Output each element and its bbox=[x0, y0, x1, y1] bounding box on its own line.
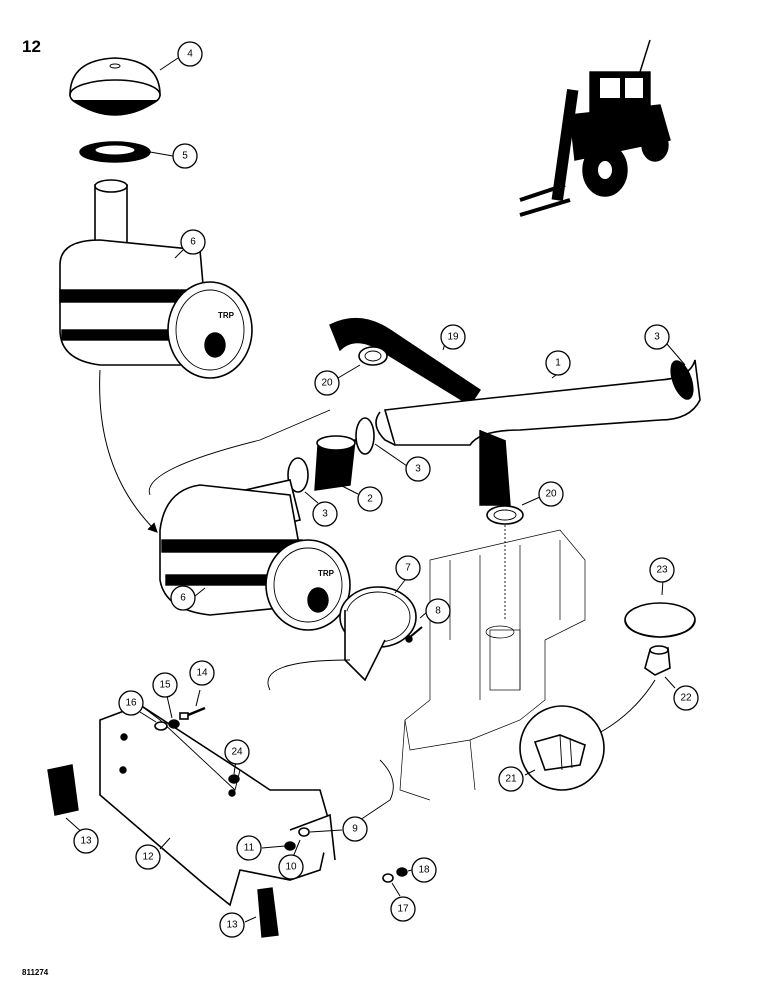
callout-label: 6 bbox=[180, 593, 186, 604]
callout-label: 24 bbox=[231, 747, 243, 758]
callout-2: 2 bbox=[357, 486, 383, 512]
assembly-arrow-left bbox=[99, 369, 158, 533]
callout-label: 11 bbox=[244, 843, 255, 854]
callout-label: 20 bbox=[321, 378, 333, 389]
part-6-air-cleaner-lower: TRP bbox=[159, 479, 351, 631]
part-1-tube bbox=[375, 359, 701, 506]
callout-label: 14 bbox=[196, 668, 208, 679]
callout-14: 14 bbox=[189, 660, 215, 686]
part-19-hose bbox=[329, 317, 481, 406]
callout-label: 16 bbox=[125, 698, 137, 709]
svg-text:TRP: TRP bbox=[218, 311, 235, 320]
page-number: 12 bbox=[22, 37, 41, 56]
part-5-ring bbox=[79, 141, 151, 163]
callout-label: 1 bbox=[555, 358, 561, 369]
callout-21: 21 bbox=[498, 766, 524, 792]
part-6-air-cleaner-upper: TRP bbox=[59, 179, 253, 379]
callout-label: 19 bbox=[447, 332, 459, 343]
callout-20-lower: 20 bbox=[538, 481, 564, 507]
callout-4: 4 bbox=[177, 41, 203, 67]
part-20-clamp-lower bbox=[486, 505, 524, 525]
part-22-elbow bbox=[644, 645, 671, 676]
svg-text:TRP: TRP bbox=[318, 569, 335, 578]
part-23-cap bbox=[624, 602, 696, 638]
callout-label: 7 bbox=[405, 563, 411, 574]
part-24-nut bbox=[228, 774, 240, 784]
callout-10: 10 bbox=[278, 854, 304, 880]
callout-8: 8 bbox=[425, 598, 451, 624]
part-20-clamp-upper bbox=[358, 346, 388, 366]
callout-13-left: 13 bbox=[73, 828, 99, 854]
callout-label: 21 bbox=[505, 774, 517, 785]
callout-5: 5 bbox=[172, 143, 198, 169]
callout-3-right: 3 bbox=[644, 324, 670, 350]
callout-20-upper: 20 bbox=[314, 370, 340, 396]
callout-3-middle: 3 bbox=[405, 456, 431, 482]
part-18-nut bbox=[396, 867, 408, 877]
part-3-clamp-right bbox=[670, 360, 694, 400]
callout-label: 10 bbox=[285, 862, 297, 873]
drawing-number: 811274 bbox=[22, 968, 49, 977]
callout-label: 23 bbox=[656, 565, 668, 576]
callout-label: 6 bbox=[190, 237, 196, 248]
callout-16: 16 bbox=[118, 690, 144, 716]
callout-24: 24 bbox=[224, 739, 250, 765]
part-3-clamp-lower bbox=[287, 457, 309, 493]
callout-label: 22 bbox=[680, 693, 692, 704]
callout-19: 19 bbox=[440, 324, 466, 350]
callout-12: 12 bbox=[135, 844, 161, 870]
callout-label: 20 bbox=[545, 489, 557, 500]
routing-line-upper bbox=[148, 409, 331, 496]
callout-label: 12 bbox=[142, 852, 154, 863]
part-4-cap bbox=[69, 57, 161, 116]
callout-22: 22 bbox=[673, 685, 699, 711]
callout-label: 13 bbox=[80, 836, 92, 847]
callout-11: 11 bbox=[236, 835, 262, 861]
callout-6-lower: 6 bbox=[170, 585, 196, 611]
callout-label: 13 bbox=[226, 920, 238, 931]
callout-7: 7 bbox=[395, 555, 421, 581]
part-12-bracket bbox=[99, 704, 336, 907]
part-21-fitting-detail bbox=[519, 705, 605, 791]
callout-23: 23 bbox=[649, 557, 675, 583]
callout-15: 15 bbox=[152, 672, 178, 698]
engine-outline bbox=[399, 529, 586, 801]
part-9-washer bbox=[298, 827, 310, 837]
part-13-pad-bottom bbox=[257, 887, 279, 938]
callout-label: 17 bbox=[397, 904, 409, 915]
callout-17: 17 bbox=[390, 896, 416, 922]
forklift-icon bbox=[519, 39, 671, 217]
callout-1: 1 bbox=[545, 350, 571, 376]
callout-label: 8 bbox=[435, 606, 441, 617]
part-15-washer bbox=[168, 719, 180, 729]
routing-line-lower bbox=[267, 659, 394, 821]
part-8-screw bbox=[405, 626, 423, 643]
callout-label: 3 bbox=[415, 464, 421, 475]
callout-label: 4 bbox=[187, 49, 193, 60]
part-7-band bbox=[339, 586, 417, 682]
callout-3-lower: 3 bbox=[312, 501, 338, 527]
callout-label: 2 bbox=[367, 494, 373, 505]
part-16-washer bbox=[154, 721, 168, 731]
callout-6-upper: 6 bbox=[180, 229, 206, 255]
part-11-nut bbox=[284, 841, 296, 851]
callout-label: 3 bbox=[322, 509, 328, 520]
callout-18: 18 bbox=[411, 857, 437, 883]
callout-13-bottom: 13 bbox=[219, 912, 245, 938]
part-13-pad-left bbox=[47, 764, 79, 816]
part-2-coupler bbox=[314, 435, 356, 491]
callout-9: 9 bbox=[342, 816, 368, 842]
part-14-bolt bbox=[179, 706, 206, 720]
part-17-washer bbox=[382, 873, 394, 883]
callout-label: 18 bbox=[418, 865, 430, 876]
callout-label: 3 bbox=[654, 332, 660, 343]
callout-label: 15 bbox=[159, 680, 171, 691]
callout-label: 5 bbox=[182, 151, 188, 162]
callout-label: 9 bbox=[352, 824, 358, 835]
part-3-clamp-middle bbox=[355, 417, 375, 455]
